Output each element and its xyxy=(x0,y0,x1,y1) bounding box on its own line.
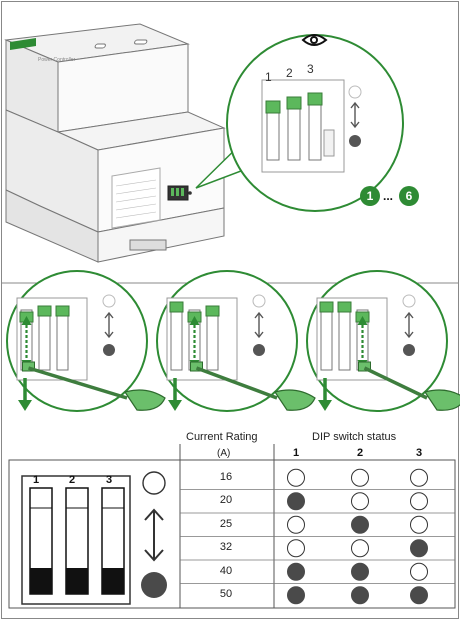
status-row-40-switch-1-on xyxy=(288,563,305,580)
rating-40: 40 xyxy=(206,565,246,577)
legend-switch-2 xyxy=(66,488,88,594)
status-row-16-switch-3-off xyxy=(411,469,428,486)
status-row-16-switch-1-off xyxy=(288,469,305,486)
zoom-switch-number-3: 3 xyxy=(307,62,314,76)
step-1 xyxy=(7,271,165,411)
range-separator: ... xyxy=(383,189,393,203)
rating-16: 16 xyxy=(206,471,246,483)
step-1-switch-3 xyxy=(56,306,69,316)
legend-off-indicator xyxy=(143,472,165,494)
status-row-32-switch-2-off xyxy=(352,540,369,557)
status-row-25-switch-1-off xyxy=(288,516,305,533)
status-row-50-switch-3-on xyxy=(411,587,428,604)
column-header-2: 2 xyxy=(350,447,370,459)
step-3-switch-1 xyxy=(320,302,333,312)
status-row-50-switch-1-on xyxy=(288,587,305,604)
zoom-dip-switch xyxy=(262,80,344,172)
step-3 xyxy=(307,271,460,411)
status-row-16-switch-2-off xyxy=(352,469,369,486)
legend-switch-1 xyxy=(30,488,52,594)
legend-updown-arrow xyxy=(145,510,163,560)
header-unit: (A) xyxy=(217,448,230,459)
step-2-switch-3 xyxy=(206,306,219,316)
zoom-off-indicator xyxy=(349,86,361,98)
status-row-40-switch-3-off xyxy=(411,563,428,580)
header-current-rating: Current Rating xyxy=(186,431,258,443)
rating-20: 20 xyxy=(206,494,246,506)
zoom-switch-number-1: 1 xyxy=(265,70,272,84)
legend-switch-number-3: 3 xyxy=(106,474,112,486)
status-row-32-switch-1-off xyxy=(288,540,305,557)
legend-on-indicator xyxy=(141,572,167,598)
step-2-switch-1 xyxy=(170,302,183,312)
status-row-40-switch-2-on xyxy=(352,563,369,580)
status-row-25-switch-2-on xyxy=(352,516,369,533)
status-row-20-switch-2-off xyxy=(352,493,369,510)
status-row-20-switch-1-on xyxy=(288,493,305,510)
range-end-badge: 6 xyxy=(399,186,419,206)
legend-switch-number-1: 1 xyxy=(33,474,39,486)
step-3-switch-2 xyxy=(338,302,351,312)
status-row-50-switch-2-on xyxy=(352,587,369,604)
device-label: Power Controller xyxy=(38,57,75,63)
rating-50: 50 xyxy=(206,588,246,600)
legend-switch-3 xyxy=(102,488,124,594)
step-1-switch-2 xyxy=(38,306,51,316)
column-header-1: 1 xyxy=(286,447,306,459)
zoom-switch-number-2: 2 xyxy=(286,66,293,80)
status-row-20-switch-3-off xyxy=(411,493,428,510)
legend-switches xyxy=(22,476,130,604)
step-2 xyxy=(157,271,315,411)
column-header-3: 3 xyxy=(409,447,429,459)
header-dip-status: DIP switch status xyxy=(312,431,396,443)
rating-25: 25 xyxy=(206,518,246,530)
status-row-25-switch-3-off xyxy=(411,516,428,533)
zoom-on-indicator xyxy=(349,135,361,147)
range-start-badge: 1 xyxy=(360,186,380,206)
legend-switch-number-2: 2 xyxy=(69,474,75,486)
step-illustrations xyxy=(7,271,460,411)
rating-32: 32 xyxy=(206,541,246,553)
status-row-32-switch-3-on xyxy=(411,540,428,557)
